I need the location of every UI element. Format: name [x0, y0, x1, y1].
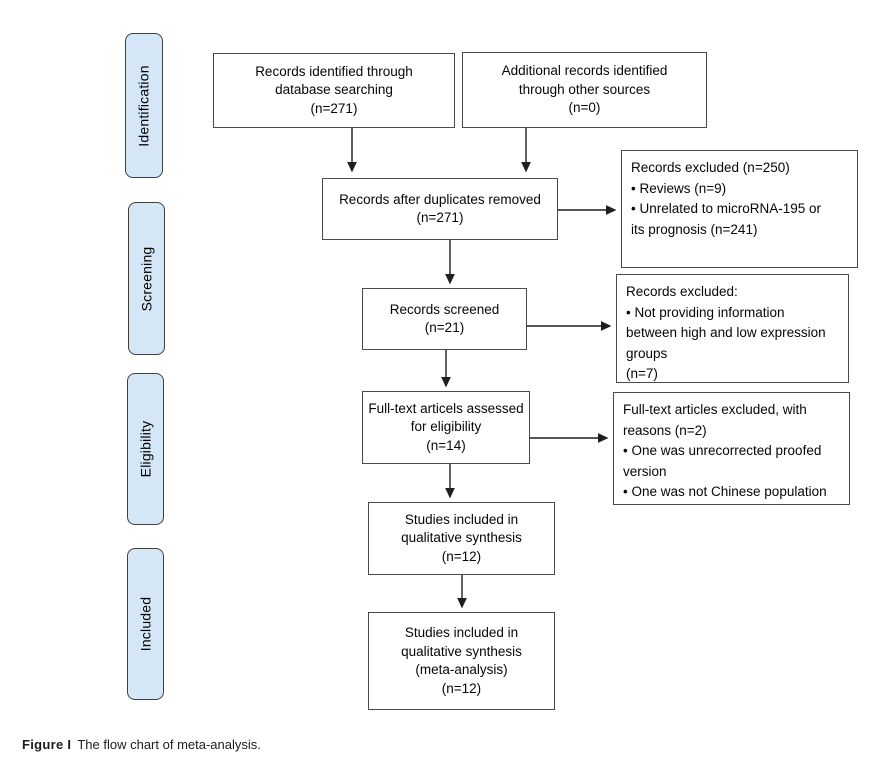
stage-eligibility-label: Eligibility: [137, 420, 154, 478]
box-qualitative-synthesis-text: Studies included in qualitative synthesi…: [401, 511, 522, 564]
stage-screening: Screening: [128, 202, 165, 355]
figure-caption-label: Figure I: [22, 737, 72, 752]
box-fulltext-excluded-2: Full-text articles excluded, with reason…: [613, 392, 850, 505]
box-records-excluded-250-text: Records excluded (n=250) • Reviews (n=9)…: [631, 160, 822, 237]
stage-included-label: Included: [137, 596, 154, 652]
box-qualitative-synthesis: Studies included in qualitative synthesi…: [368, 502, 555, 575]
box-records-excluded-7: Records excluded: • Not providing inform…: [616, 274, 849, 383]
stage-eligibility: Eligibility: [127, 373, 164, 525]
box-additional-records-text: Additional records identified through ot…: [501, 63, 668, 116]
stage-included: Included: [127, 548, 164, 700]
box-records-screened-text: Records screened (n=21): [389, 301, 500, 336]
box-fulltext-excluded-2-text: Full-text articles excluded, with reason…: [623, 402, 827, 499]
box-fulltext-assessed: Full-text articels assessed for eligibil…: [362, 391, 530, 464]
box-duplicates-removed: Records after duplicates removed (n=271): [322, 178, 558, 240]
box-records-identified: Records identified through database sear…: [213, 53, 455, 128]
box-records-screened: Records screened (n=21): [362, 288, 527, 350]
figure-caption-text: The flow chart of meta-analysis.: [77, 737, 261, 752]
box-records-identified-text: Records identified through database sear…: [255, 63, 413, 116]
box-meta-analysis-text: Studies included in qualitative synthesi…: [401, 625, 522, 696]
stage-identification-label: Identification: [136, 64, 153, 147]
box-records-excluded-7-text: Records excluded: • Not providing inform…: [626, 284, 826, 381]
box-meta-analysis: Studies included in qualitative synthesi…: [368, 612, 555, 710]
stage-identification: Identification: [125, 33, 163, 178]
box-fulltext-assessed-text: Full-text articels assessed for eligibil…: [368, 400, 524, 453]
box-additional-records: Additional records identified through ot…: [462, 52, 707, 128]
box-records-excluded-250: Records excluded (n=250) • Reviews (n=9)…: [621, 150, 858, 268]
stage-screening-label: Screening: [138, 246, 155, 311]
figure-caption: Figure I The flow chart of meta-analysis.: [22, 737, 261, 752]
box-duplicates-removed-text: Records after duplicates removed (n=271): [339, 191, 541, 226]
